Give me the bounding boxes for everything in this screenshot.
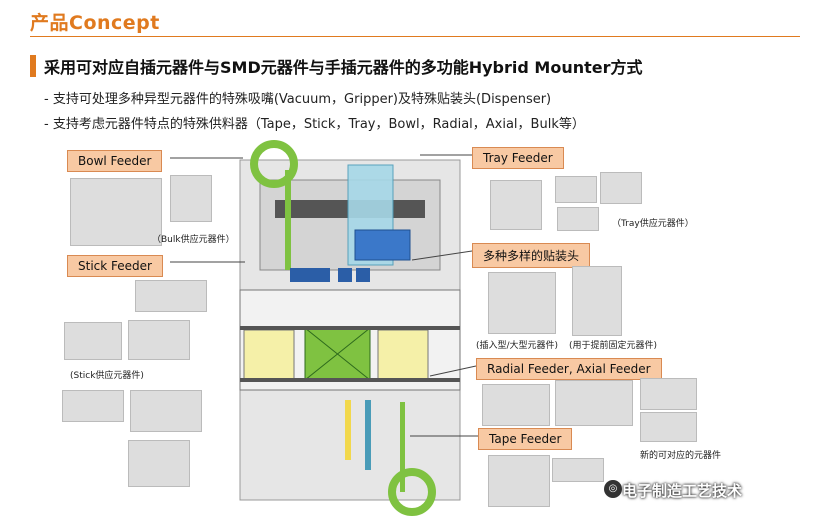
bowl-reel [250,140,298,188]
photo-stick-rail [62,390,124,422]
tape-reel [388,468,436,516]
photo-tape-parts [552,458,604,482]
callout-bowl-feeder: Bowl Feeder [67,150,163,172]
photo-tray-feeder [490,180,542,230]
radial-strip-1 [345,400,351,460]
photo-tape-feeder [488,455,550,507]
photo-stick-feeder [135,280,207,312]
photo-tray-parts-1 [555,176,597,203]
head-small-2 [356,268,370,282]
callout-tape-feeder: Tape Feeder [478,428,573,450]
leader-head [411,250,473,261]
tape-track [400,402,405,492]
heading-bar [30,55,36,77]
caption-bulk: （Bulk供应元器件） [152,235,235,245]
photo-insert-head [488,272,556,334]
photo-stick-parts-1 [64,322,122,360]
caption-tray: （Tray供应元器件） [612,219,694,229]
head-small-1 [338,268,352,282]
photo-stick-tool [130,390,202,432]
rail-bottom [240,378,460,382]
callout-stick-feeder: Stick Feeder [67,255,163,277]
caption-new-parts: 新的可对应的元器件 [640,451,722,461]
photo-stick-parts-2 [128,320,190,360]
callout-tray-feeder: Tray Feeder [472,147,564,169]
photo-radial-feeder [482,384,550,426]
photo-tray-parts-3 [557,207,599,231]
leader-radial [429,365,477,377]
photo-axial-feeder [555,380,633,426]
watermark: 电子制造工艺技术 [622,482,743,500]
photo-bowl-feeder [70,178,162,246]
title-rule [30,36,800,37]
caption-insert: (插入型/大型元器件) [476,341,559,351]
photo-stick-arm [128,440,190,487]
section-heading: 采用可对应自插元器件与SMD元器件与手插元器件的多功能Hybrid Mounte… [44,58,643,77]
caption-stick: (Stick供应元器件) [70,371,144,381]
tray-panel [354,229,411,261]
page-title: 产品Concept [30,12,160,34]
photo-new-parts-2 [640,412,697,442]
callout-radial-axial: Radial Feeder, Axial Feeder [476,358,662,380]
photo-tray-parts-2 [600,172,642,204]
bullet-feeders: - 支持考虑元器件特点的特殊供料器（Tape，Stick，Tray，Bowl，R… [44,117,585,132]
radial-strip-2 [365,400,371,470]
bowl-track [285,170,291,270]
photo-new-parts-1 [640,378,697,410]
photo-prefix-head [572,266,622,336]
caption-prefix: (用于提前固定元器件) [569,341,658,351]
rail-top [240,326,460,330]
photo-bulk-parts [170,175,212,222]
buffer-left [243,329,295,381]
mounter-diagram [239,140,461,516]
bullet-nozzles: - 支持可处理多种异型元器件的特殊吸嘴(Vacuum，Gripper)及特殊贴装… [44,92,552,107]
callout-mount-heads: 多种多样的贴装头 [472,243,591,268]
head-block [290,268,330,282]
wechat-icon: ◎ [604,480,622,498]
